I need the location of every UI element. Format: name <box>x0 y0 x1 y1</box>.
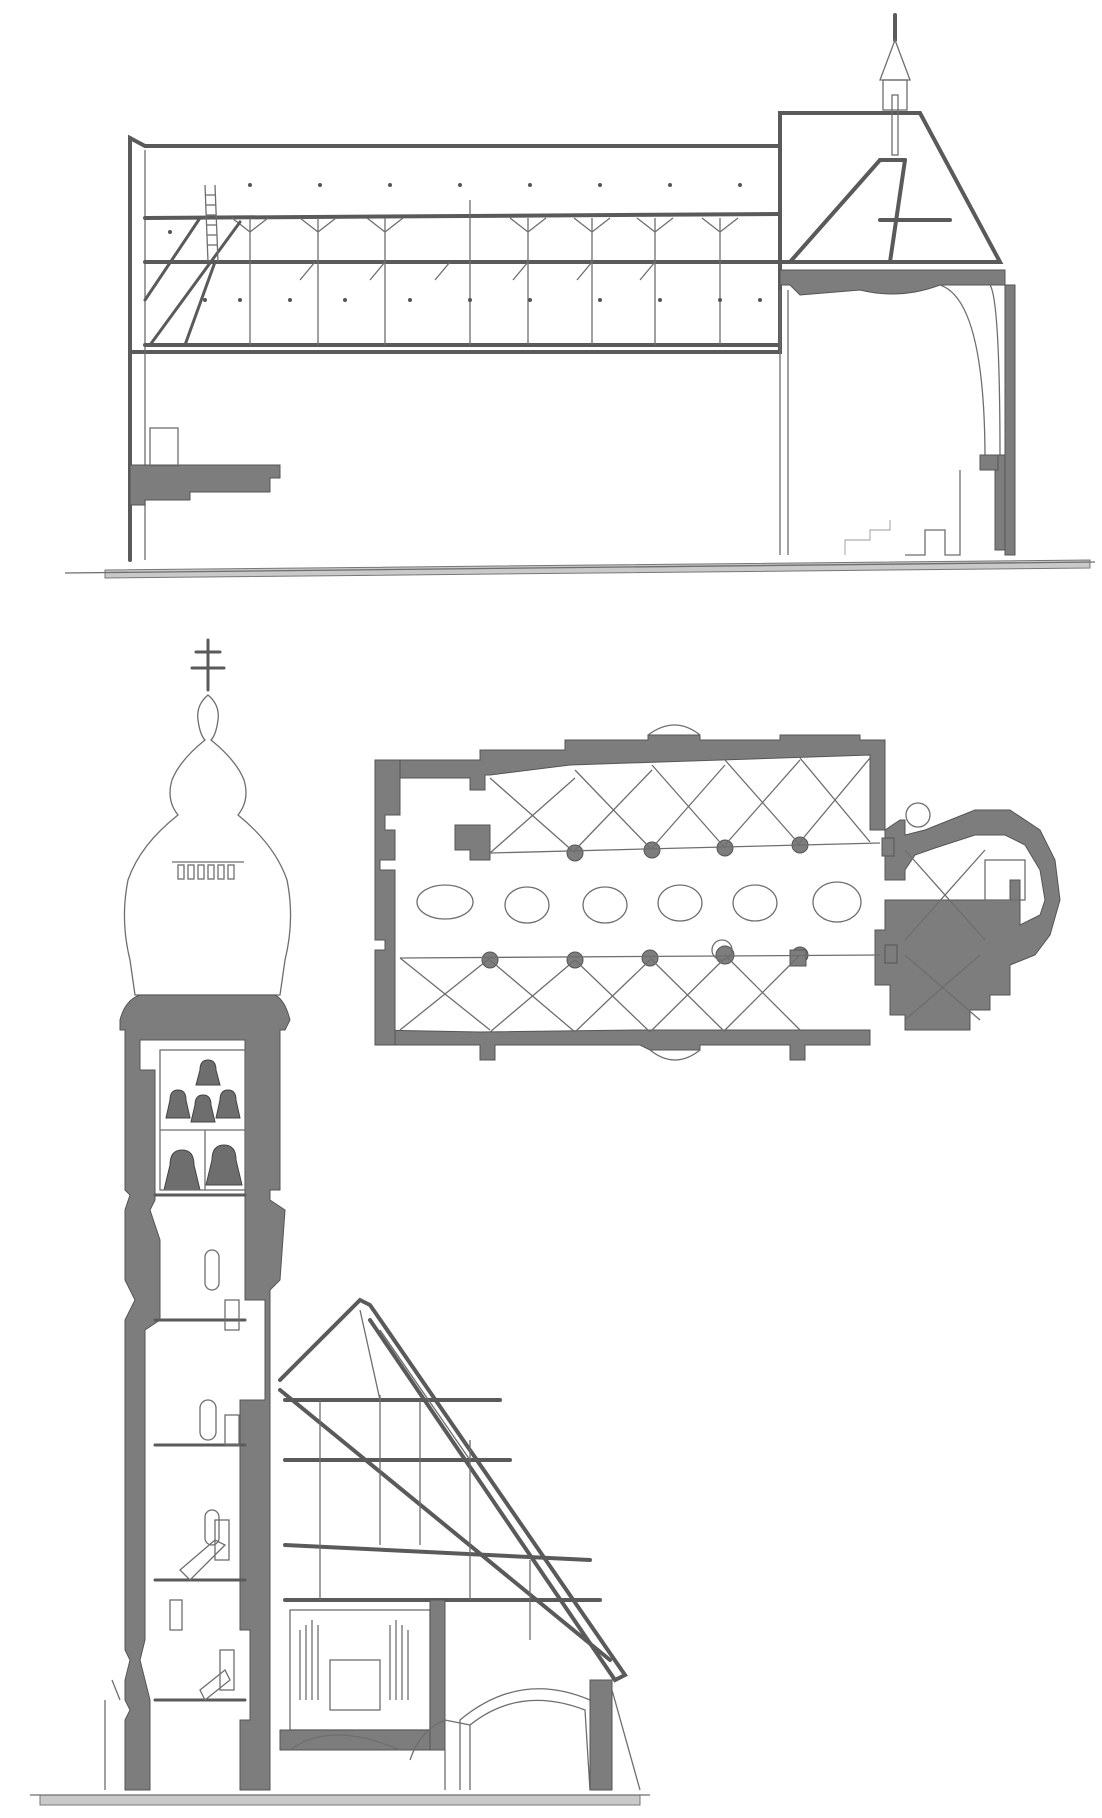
ground-line <box>64 561 1096 574</box>
onion-dome <box>123 694 292 996</box>
nave-vault-arch <box>459 1688 601 1791</box>
choir-roof <box>778 111 1004 264</box>
bell-icon <box>190 1094 216 1123</box>
bells <box>163 1059 243 1191</box>
bell-icon <box>205 1144 243 1186</box>
collar-beam-upper <box>143 212 782 220</box>
plan-south-wall <box>374 1029 871 1061</box>
bell-icon <box>195 1059 221 1086</box>
plan-piers <box>481 836 898 969</box>
north-porch <box>647 724 701 736</box>
gallery-floor <box>129 464 281 506</box>
bell-icon <box>163 1149 201 1191</box>
plan-vault-north <box>489 757 881 854</box>
south-porch <box>649 1049 701 1061</box>
plan-vault-south <box>399 954 881 1033</box>
tower-ground <box>39 1794 641 1806</box>
cross <box>190 638 226 692</box>
rafter-ends <box>168 183 762 302</box>
plan-west-wall <box>374 759 401 1046</box>
gable-truss <box>319 1309 531 1640</box>
tower-stairs <box>169 1299 240 1702</box>
tower-window <box>199 1399 217 1441</box>
dome-lantern-openings <box>177 864 235 880</box>
tower-floors <box>153 1193 247 1702</box>
choir-vault <box>779 269 1006 296</box>
plan-choir-ribs <box>904 849 1026 1021</box>
bell-icon <box>165 1089 191 1119</box>
plan-nave-ovals <box>416 881 862 924</box>
nave-roof <box>128 134 782 354</box>
gable-roof <box>278 1297 628 1683</box>
tower-section <box>30 638 650 1806</box>
ridge-turret <box>879 13 911 156</box>
tower-walls <box>119 994 291 1791</box>
plan-north-wall <box>384 734 886 831</box>
belfry-frame <box>159 1049 246 1191</box>
floor-plan <box>374 724 1061 1061</box>
nave-diagonal-braces <box>143 216 242 347</box>
bell-icon <box>215 1089 241 1119</box>
stair-turret <box>905 802 931 828</box>
longitudinal-section <box>64 13 1096 579</box>
gallery-door <box>149 427 179 467</box>
roof-ladder <box>204 184 219 263</box>
organ <box>289 1609 431 1731</box>
nave-truss-posts <box>231 200 739 345</box>
section-ground <box>104 559 1091 579</box>
